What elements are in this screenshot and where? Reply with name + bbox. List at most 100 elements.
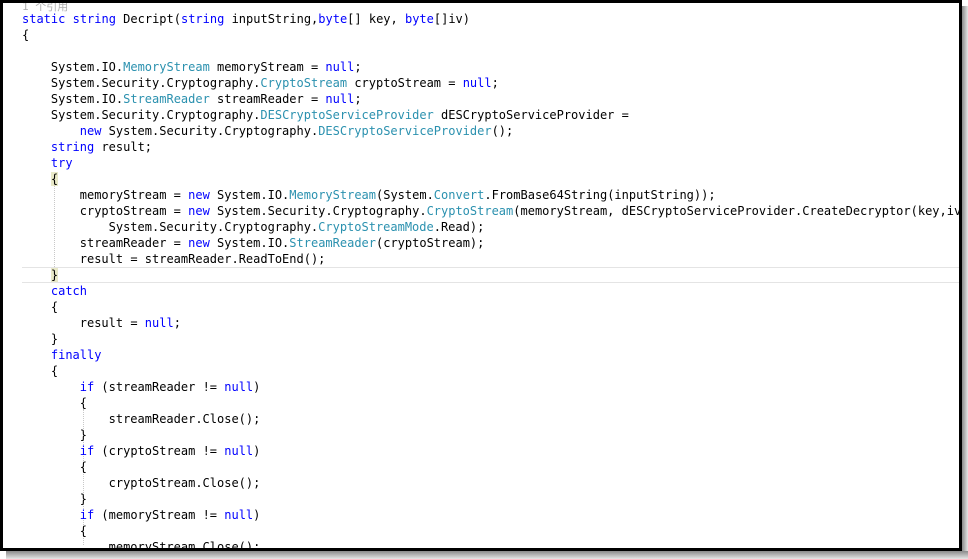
frame-shadow-right [962, 6, 968, 554]
keyword-token: null [224, 444, 254, 458]
code-text: } [79, 428, 87, 442]
code-text: result = [79, 316, 145, 330]
code-line[interactable]: if (streamReader != null) [22, 379, 959, 395]
code-line[interactable]: } [22, 427, 959, 443]
code-line[interactable] [22, 43, 959, 59]
code-text: System.IO. [50, 60, 124, 74]
keyword-token: string [180, 12, 225, 26]
keyword-token: if [79, 380, 95, 394]
code-line[interactable]: System.IO.MemoryStream memoryStream = nu… [22, 59, 959, 75]
keyword-token: null [325, 60, 355, 74]
code-text: System.Security.Cryptography. [50, 108, 261, 122]
code-line[interactable]: System.Security.Cryptography.CryptoStrea… [22, 219, 959, 235]
keyword-token: null [224, 508, 254, 522]
code-text: []iv) [433, 12, 470, 26]
code-text [65, 12, 72, 26]
keyword-token: null [144, 316, 174, 330]
code-text: streamReader = [79, 236, 189, 250]
keyword-token: catch [50, 284, 87, 298]
code-text: ) [253, 508, 261, 522]
reference-hint: 1 个引用 [22, 0, 69, 13]
code-line[interactable]: System.Security.Cryptography.CryptoStrea… [22, 75, 959, 91]
code-text: (streamReader != [94, 380, 225, 394]
code-line[interactable]: { [22, 27, 959, 43]
code-line[interactable]: System.Security.Cryptography.DESCryptoSe… [22, 107, 959, 123]
code-text: cryptoStream.Close(); [108, 476, 261, 490]
code-text: (); [491, 124, 514, 138]
code-text: dESCryptoServiceProvider = [433, 108, 629, 122]
code-lines[interactable]: static string Decript(string inputString… [22, 11, 959, 551]
code-line[interactable]: } [22, 331, 959, 347]
code-line[interactable]: result = streamReader.ReadToEnd(); [22, 251, 959, 267]
matched-brace: } [50, 268, 59, 282]
code-text: .Read); [433, 220, 485, 234]
keyword-token: new [188, 236, 210, 250]
type-token: DESCryptoServiceProvider [318, 124, 492, 138]
code-text: } [79, 492, 87, 506]
code-line[interactable]: streamReader = new System.IO.StreamReade… [22, 235, 959, 251]
code-text: cryptoStream = [79, 204, 189, 218]
code-text: result = streamReader.ReadToEnd(); [79, 252, 326, 266]
code-line[interactable]: { [22, 363, 959, 379]
code-line[interactable]: } [22, 491, 959, 507]
code-text: Decript( [115, 12, 181, 26]
code-line[interactable]: result = null; [22, 315, 959, 331]
code-line[interactable]: string result; [22, 139, 959, 155]
code-line[interactable]: finally [22, 347, 959, 363]
keyword-token: if [79, 444, 95, 458]
code-line[interactable]: new System.Security.Cryptography.DESCryp… [22, 123, 959, 139]
code-line[interactable]: catch [22, 283, 959, 299]
code-text: { [50, 364, 59, 378]
code-line[interactable]: cryptoStream.Close(); [22, 475, 959, 491]
code-line[interactable]: memoryStream.Close(); [22, 539, 959, 551]
code-text: System.Security.Cryptography. [101, 124, 319, 138]
indent-guide [53, 183, 55, 271]
code-text: (cryptoStream != [94, 444, 225, 458]
code-text: (memoryStream != [94, 508, 225, 522]
keyword-token: byte [404, 12, 434, 26]
code-line[interactable]: { [22, 459, 959, 475]
keyword-token: if [79, 508, 95, 522]
keyword-token: null [224, 380, 254, 394]
screenshot-frame: 1 个引用 static string Decript(string input… [0, 0, 962, 551]
code-text: (cryptoStream); [376, 236, 485, 250]
code-line[interactable]: if (memoryStream != null) [22, 507, 959, 523]
code-line[interactable]: } [22, 267, 959, 283]
code-line[interactable]: System.IO.StreamReader streamReader = nu… [22, 91, 959, 107]
code-editor[interactable]: 1 个引用 static string Decript(string input… [3, 3, 959, 548]
code-text: System.IO. [209, 236, 290, 250]
keyword-token: null [325, 92, 355, 106]
code-text: memoryStream = [79, 188, 189, 202]
indent-guide [82, 409, 84, 545]
code-text: System.IO. [209, 188, 290, 202]
code-text: System.Security.Cryptography. [108, 220, 319, 234]
code-text: .FromBase64String(inputString)); [484, 188, 716, 202]
code-line[interactable]: if (cryptoStream != null) [22, 443, 959, 459]
type-token: CryptoStream [426, 204, 514, 218]
type-token: StreamReader [123, 92, 210, 106]
code-line[interactable]: { [22, 171, 959, 187]
keyword-token: static [22, 12, 66, 26]
code-line[interactable]: streamReader.Close(); [22, 411, 959, 427]
code-line[interactable]: memoryStream = new System.IO.MemoryStrea… [22, 187, 959, 203]
keyword-token: byte [318, 12, 348, 26]
code-text: ) [253, 444, 261, 458]
code-text: { [22, 28, 30, 42]
keyword-token: new [79, 124, 102, 138]
code-line[interactable]: cryptoStream = new System.Security.Crypt… [22, 203, 959, 219]
code-text: ) [253, 380, 261, 394]
code-text: (System. [376, 188, 434, 202]
type-token: MemoryStream [289, 188, 376, 202]
code-text: memoryStream.Close(); [108, 540, 261, 551]
code-line[interactable]: { [22, 299, 959, 315]
code-line[interactable]: try [22, 155, 959, 171]
code-line[interactable]: { [22, 523, 959, 539]
code-line[interactable]: { [22, 395, 959, 411]
code-text: { [79, 524, 87, 538]
code-text: { [79, 396, 87, 410]
code-line[interactable]: static string Decript(string inputString… [22, 11, 959, 27]
code-text: inputString, [224, 12, 319, 26]
type-token: CryptoStream [260, 76, 348, 90]
code-text: } [50, 332, 59, 346]
code-text: memoryStream = [209, 60, 326, 74]
